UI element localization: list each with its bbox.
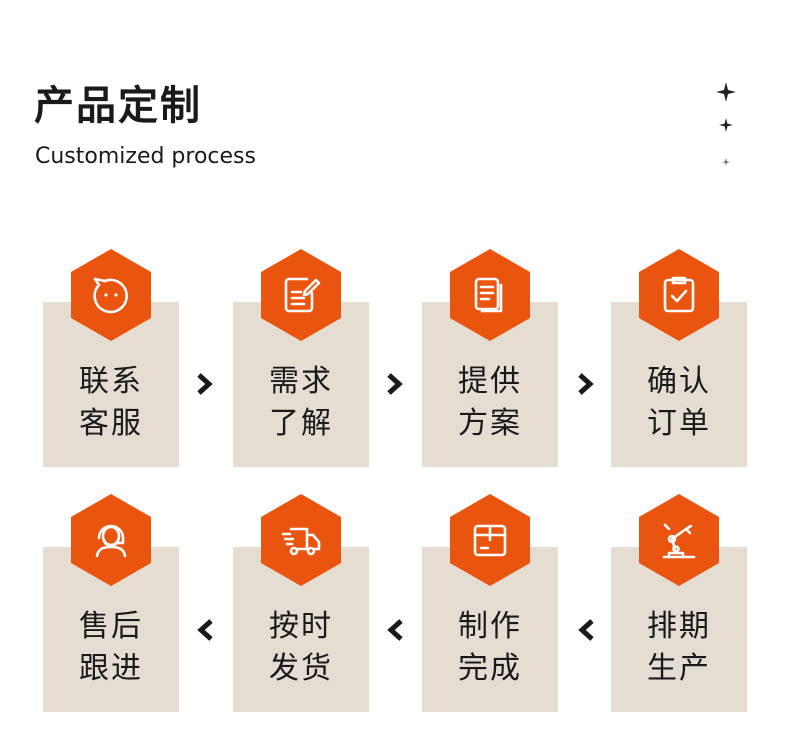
page-subtitle: Customized process	[35, 144, 256, 169]
step-hexagon	[261, 494, 341, 586]
page-title: 产品定制	[34, 83, 202, 129]
step-ship-on-time: 按时发货	[233, 494, 369, 712]
arrow-left-icon	[578, 619, 594, 641]
document-list-icon	[474, 277, 503, 313]
clipboard-check-icon	[663, 276, 695, 313]
step-hexagon	[639, 494, 719, 586]
step-hexagon	[450, 494, 530, 586]
step-hexagon	[71, 494, 151, 586]
robot-arm-icon	[662, 523, 696, 559]
step-label: 售后跟进	[79, 609, 143, 686]
document-pen-icon	[284, 277, 321, 313]
step-label: 排期生产	[647, 609, 711, 686]
step-hexagon	[450, 249, 530, 341]
step-provide-plan: 提供方案	[422, 249, 558, 467]
step-contact-service: 联系客服	[43, 249, 179, 467]
step-hexagon	[261, 249, 341, 341]
arrow-right-icon	[578, 373, 594, 395]
package-box-icon	[473, 524, 507, 557]
step-requirement: 需求了解	[233, 249, 369, 467]
step-label: 确认订单	[647, 364, 711, 441]
step-confirm-order: 确认订单	[611, 249, 747, 467]
delivery-truck-icon	[281, 527, 321, 556]
sparkle-icon	[716, 82, 736, 166]
arrow-left-icon	[197, 619, 213, 641]
arrow-left-icon	[387, 619, 403, 641]
chat-bubble-icon	[93, 277, 128, 314]
step-label: 需求了解	[269, 364, 333, 441]
step-schedule-production: 排期生产	[611, 494, 747, 712]
step-label: 联系客服	[79, 364, 143, 441]
arrow-right-icon	[387, 373, 403, 395]
step-production-complete: 制作完成	[422, 494, 558, 712]
step-label: 提供方案	[458, 364, 522, 441]
step-hexagon	[639, 249, 719, 341]
arrow-right-icon	[197, 373, 213, 395]
step-after-sales: 售后跟进	[43, 494, 179, 712]
step-label: 制作完成	[458, 609, 522, 686]
step-label: 按时发货	[269, 609, 333, 686]
headset-agent-icon	[95, 524, 127, 558]
step-hexagon	[71, 249, 151, 341]
